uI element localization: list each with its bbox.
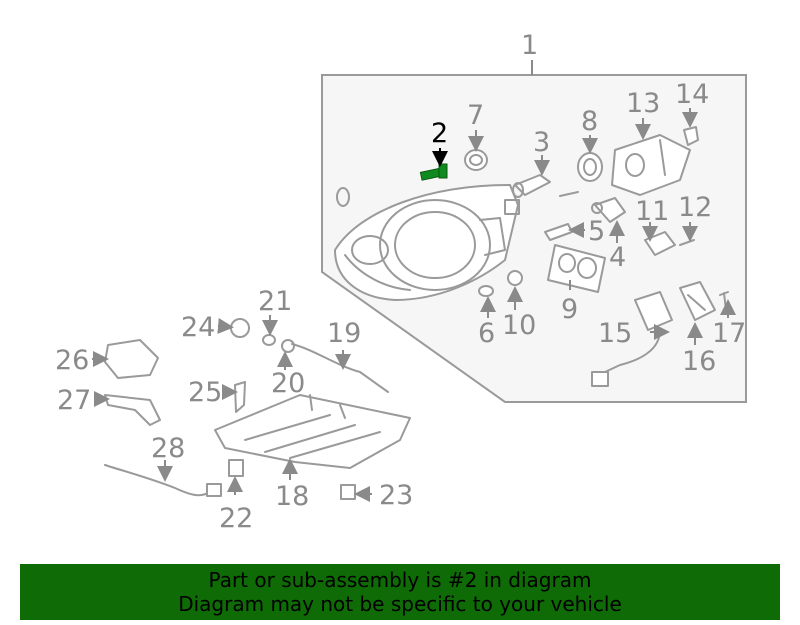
callout-1: 1 [521,30,538,61]
callout-14: 14 [675,79,709,110]
banner-line-2: Diagram may not be specific to your vehi… [178,592,622,616]
callout-22: 22 [219,503,253,534]
callout-19: 19 [327,318,361,349]
callout-24: 24 [181,312,215,343]
fastener-part-22 [228,459,244,477]
callout-8: 8 [581,106,598,137]
callout-2: 2 [431,118,448,149]
callout-17: 17 [712,318,746,349]
callout-25: 25 [188,377,222,408]
banner-line-1: Part or sub-assembly is #2 in diagram [208,568,592,592]
callout-11: 11 [635,196,669,227]
disclaimer-banner: Part or sub-assembly is #2 in diagram Di… [20,564,780,620]
callout-labels: 1 2 3 4 5 6 7 8 9 10 11 12 13 14 15 16 1… [55,30,746,534]
bracket-part-16 [679,281,716,321]
callout-13: 13 [626,88,660,119]
cap-part-8 [577,152,603,182]
callout-27: 27 [57,385,91,416]
screw-small [559,191,579,197]
callout-4: 4 [609,242,626,273]
bracket-part-25 [234,381,246,413]
clip-part-14 [683,126,699,146]
callout-18: 18 [275,481,309,512]
module-part-15 [591,291,673,387]
socket-part-4 [591,197,626,223]
callout-7: 7 [467,100,484,131]
callout-3: 3 [533,127,550,158]
callout-10: 10 [502,310,536,341]
nut-part-24 [230,318,250,338]
callout-21: 21 [258,286,292,317]
ballast-part-13 [611,134,691,196]
callout-12: 12 [678,192,712,223]
callout-9: 9 [561,294,578,325]
callout-20: 20 [271,368,305,399]
bracket-part-27 [104,394,161,426]
bulb-part-3 [512,174,551,198]
leader-lines [92,60,736,502]
callout-28: 28 [151,433,185,464]
callout-5: 5 [588,216,605,247]
headlamp-housing [334,184,520,301]
callout-15: 15 [598,318,632,349]
grommet-part-20 [281,339,295,353]
fastener-part-23 [340,484,356,500]
fastener-part-6 [478,285,494,297]
callout-16: 16 [682,346,716,377]
callout-23: 23 [379,480,413,511]
frame-part-18 [214,394,411,469]
gasket-part-9 [547,244,606,293]
callout-26: 26 [55,345,89,376]
ring-part-7 [464,149,488,171]
bushing-part-21 [262,334,276,346]
callout-6: 6 [478,318,495,349]
parts-diagram: 1 2 3 4 5 6 7 8 9 10 11 12 13 14 15 16 1… [55,30,747,534]
fastener-part-10 [507,270,523,286]
module-part-26 [104,339,159,379]
harness-part-28 [104,464,222,497]
rod-part-19 [291,343,389,393]
